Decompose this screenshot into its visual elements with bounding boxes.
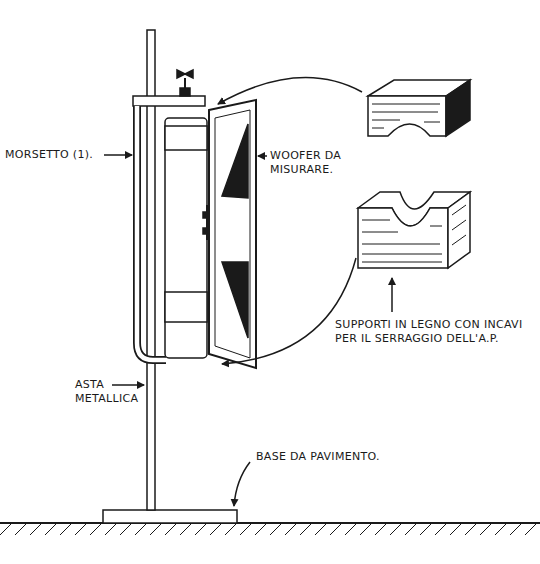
floor-line (0, 522, 540, 524)
leader-arrow (258, 155, 267, 157)
woofer-frame (209, 100, 256, 368)
pointer-arrow (222, 258, 356, 364)
wood-block (358, 192, 470, 268)
part-label: MORSETTO (1). (5, 148, 103, 162)
clamp-knob (177, 70, 193, 78)
woofer-cone (222, 262, 248, 338)
leader-arrow (234, 462, 250, 506)
leader-arrow (104, 154, 132, 156)
note-label: SUPPORTI IN LEGNO CON INCAVI PER IL SERR… (335, 318, 535, 346)
leader-arrow (391, 278, 393, 312)
floor-base (103, 510, 237, 523)
clamp-arm (133, 96, 205, 106)
magnet-body (165, 118, 207, 358)
wood-support (165, 126, 207, 150)
leader-arrow (112, 384, 144, 386)
part-label: BASE DA PAVIMENTO. (256, 450, 431, 464)
clamp-hook (137, 106, 166, 360)
part-label: ASTA METALLICA (75, 378, 151, 406)
part-label: WOOFER DA MISURARE. (270, 149, 362, 177)
wood-support (165, 292, 207, 322)
pointer-arrow (218, 78, 362, 104)
wood-block (368, 80, 470, 136)
woofer-cone (222, 124, 248, 198)
floor-hatch (0, 523, 537, 535)
